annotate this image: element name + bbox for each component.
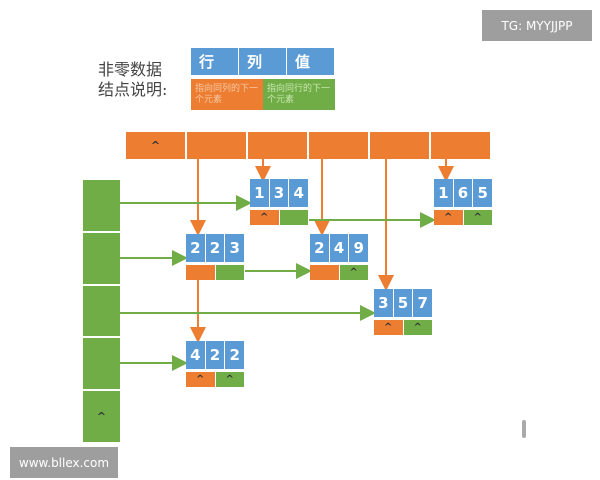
legend-fields: 行 列 值 [191, 48, 335, 75]
node-down-pointer [186, 265, 216, 280]
node-val: 7 [413, 289, 434, 317]
node-down-pointer [310, 265, 340, 280]
column-head-0: ^ [126, 132, 187, 159]
node-right-pointer [279, 210, 309, 225]
row-head-4: ^ [83, 391, 120, 444]
node-down-pointer: ^ [186, 372, 216, 387]
column-head-3 [309, 132, 370, 159]
node-col: 5 [393, 289, 414, 317]
legend-field-row: 行 [191, 48, 239, 75]
watermark-site: www.bllex.com [10, 447, 118, 478]
node-row: 1 [434, 179, 454, 207]
column-head-4 [370, 132, 431, 159]
node-val: 2 [225, 341, 246, 369]
watermark-tg: TG: MYYJJPP [482, 10, 592, 41]
legend-down-pointer: 指向同列的下一个元素 [191, 79, 263, 110]
legend-title-line1: 非零数据 [98, 60, 163, 79]
node-val: 9 [349, 234, 370, 262]
node-col: 3 [269, 179, 290, 207]
column-head-2 [248, 132, 309, 159]
node-right-pointer: ^ [463, 210, 493, 225]
legend-field-col: 列 [239, 48, 287, 75]
row-head-3 [83, 338, 120, 392]
node-col: 2 [205, 234, 226, 262]
node-right-pointer [215, 265, 245, 280]
node-val: 4 [289, 179, 310, 207]
node-down-pointer: ^ [434, 210, 464, 225]
node-row: 2 [310, 234, 330, 262]
row-head-0 [83, 180, 120, 233]
legend-pointers: 指向同列的下一个元素 指向同行的下一个元素 [191, 79, 335, 110]
legend-title: 非零数据 结点说明: [98, 60, 167, 100]
legend-field-val: 值 [287, 48, 335, 75]
node-val: 3 [225, 234, 246, 262]
row-head-2 [83, 286, 120, 339]
node-down-pointer: ^ [374, 320, 404, 335]
node-col: 4 [329, 234, 350, 262]
node-down-pointer: ^ [250, 210, 280, 225]
column-head-5 [431, 132, 492, 159]
node-col: 6 [453, 179, 474, 207]
row-head-1 [83, 233, 120, 286]
legend-title-line2: 结点说明: [98, 80, 168, 99]
node-val: 5 [473, 179, 494, 207]
row-head-array: ^ [83, 180, 120, 444]
scrollbar[interactable] [522, 420, 526, 438]
node-col: 2 [205, 341, 226, 369]
column-head-1 [187, 132, 248, 159]
node-right-pointer: ^ [339, 265, 369, 280]
legend-right-pointer: 指向同行的下一个元素 [263, 79, 335, 110]
node-row: 2 [186, 234, 206, 262]
node-row: 1 [250, 179, 270, 207]
column-head-array: ^ [126, 132, 492, 159]
node-row: 3 [374, 289, 394, 317]
node-right-pointer: ^ [215, 372, 245, 387]
node-right-pointer: ^ [403, 320, 433, 335]
node-row: 4 [186, 341, 206, 369]
